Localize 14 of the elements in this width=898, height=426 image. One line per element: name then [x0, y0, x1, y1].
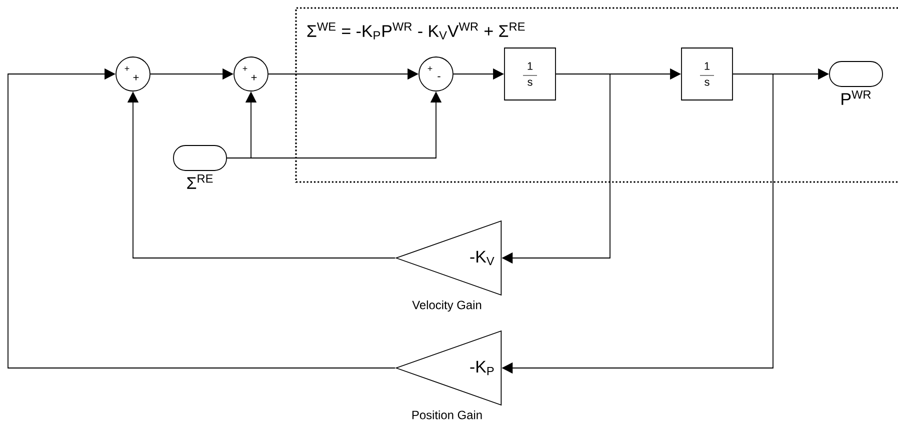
- gain-label: Position Gain: [412, 410, 482, 420]
- port-label: P$^{WR}$: [842, 90, 871, 105]
- integrator-block: 1 s: [504, 48, 556, 100]
- node-label: +: [251, 74, 257, 80]
- node-label: +: [428, 66, 432, 71]
- port-label: Σ$^{RE}$: [187, 174, 213, 189]
- node-label: +: [124, 66, 130, 71]
- node-label: -: [438, 76, 440, 78]
- node-label: +: [242, 66, 248, 71]
- integrator-block: 1 s: [681, 48, 733, 100]
- equation: Σ$^{WE}$ = -K$_{P}$P$^{WR}$ - K$_{V}$V$^{WR}$ + Σ$^{RE}$: [307, 22, 525, 40]
- arrow: [8, 68, 396, 368]
- node-label: +: [133, 74, 139, 80]
- gain-label: Velocity Gain: [412, 300, 482, 312]
